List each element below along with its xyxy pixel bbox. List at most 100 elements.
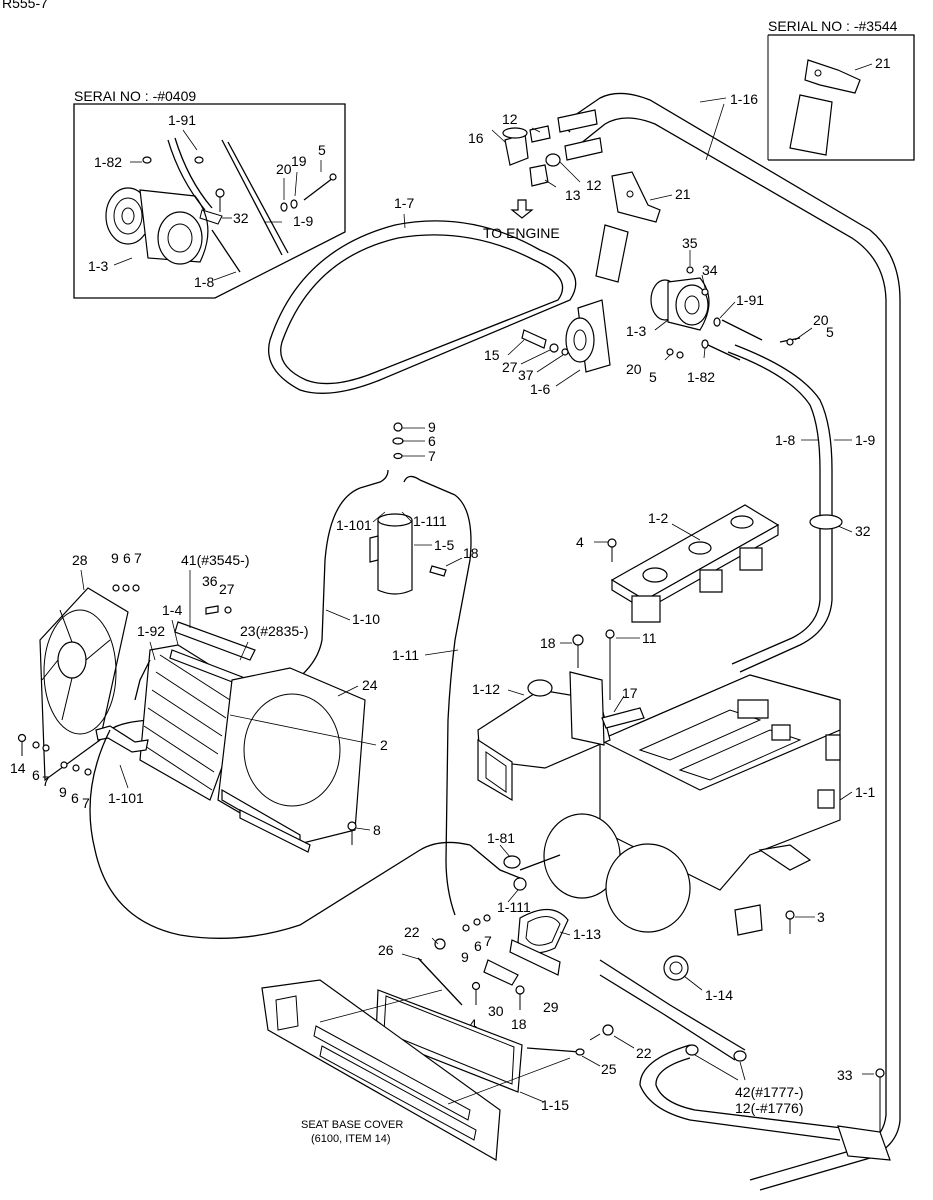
label-1-7: 1-7: [394, 195, 414, 211]
label-7d: 7: [82, 795, 90, 811]
label-1-101b: 1-101: [108, 790, 144, 806]
label-6a: 6: [428, 433, 436, 449]
label-1-1: 1-1: [855, 784, 875, 800]
serial-inset-box-top-right: [767, 34, 915, 161]
receiver-drier: [359, 422, 463, 595]
label-9a: 9: [428, 419, 436, 435]
label-1-111a: 1-111: [413, 513, 447, 529]
note-seat-base-cover: SEAT BASE COVER: [301, 1119, 403, 1131]
label-3: 3: [817, 909, 825, 925]
seat-base-cover: [261, 979, 571, 1161]
label-1-13: 1-13: [573, 926, 601, 942]
label-20b: 20: [626, 361, 642, 377]
label-inset-5: 5: [318, 142, 326, 158]
label-22b: 22: [636, 1045, 652, 1061]
bottom-bracket: [837, 1068, 891, 1161]
label-1-8: 1-8: [775, 432, 795, 448]
label-30: 30: [488, 1003, 504, 1019]
label-inset-1-82: 1-82: [94, 154, 122, 170]
serial-note-top-right: SERIAL NO : -#3544: [768, 18, 898, 34]
label-1-82: 1-82: [687, 369, 715, 385]
fan-assembly: [39, 569, 129, 782]
seals: [517, 908, 703, 991]
label-34: 34: [702, 262, 718, 278]
drive-belt: [268, 220, 577, 394]
hose-liquid-line: [89, 729, 521, 939]
label-1-11: 1-11: [392, 647, 419, 663]
label-11: 11: [642, 630, 657, 646]
label-1-2: 1-2: [648, 510, 668, 526]
control-panel: [594, 504, 780, 623]
label-6c: 6: [32, 767, 40, 783]
label-21: 21: [675, 186, 691, 202]
label-1-16: 1-16: [730, 91, 758, 107]
label-1-91: 1-91: [736, 292, 764, 308]
label-17: 17: [622, 685, 638, 701]
shroud: [217, 667, 366, 853]
label-4b: 4: [469, 1016, 477, 1032]
label-8: 8: [373, 822, 381, 838]
label-inset-32: 32: [233, 210, 249, 226]
label-9c: 9: [59, 784, 67, 800]
label-25: 25: [601, 1061, 617, 1077]
label-22a: 22: [404, 924, 420, 940]
label-32: 32: [855, 523, 871, 539]
label-20a: 20: [813, 312, 829, 328]
label-29: 29: [543, 999, 559, 1015]
label-42: 42(#1777-): [735, 1084, 804, 1100]
left-hardware: [17, 733, 92, 776]
label-12c: 12(-#1776): [735, 1100, 804, 1116]
label-24: 24: [362, 677, 378, 693]
label-23: 23(#2835-): [240, 623, 309, 639]
label-inset-1-91: 1-91: [168, 112, 196, 128]
label-inset-1-9: 1-9: [293, 213, 313, 229]
label-1-15: 1-15: [541, 1097, 569, 1113]
label-5b: 5: [649, 369, 657, 385]
label-inset-1-8: 1-8: [194, 274, 214, 290]
label-2: 2: [380, 737, 388, 753]
label-27a: 27: [502, 359, 518, 375]
label-7a: 7: [428, 448, 436, 464]
compressor-inset-box: [73, 103, 346, 299]
page-code: R555-7: [2, 0, 48, 11]
bracket-21: [595, 171, 673, 283]
hvac-unit: [543, 674, 853, 936]
label-inset-19: 19: [291, 153, 307, 169]
label-15: 15: [484, 347, 500, 363]
label-28: 28: [72, 552, 88, 568]
label-7c: 7: [42, 773, 50, 789]
label-41: 41(#3545-): [181, 552, 250, 568]
serial-note-inset: SERAI NO : -#0409: [74, 88, 196, 104]
hose-1-10: [109, 487, 361, 731]
note-seat-base-cover-ref: (6100, ITEM 14): [311, 1133, 390, 1145]
filter-bracket: [401, 937, 561, 1010]
label-1-92: 1-92: [137, 623, 165, 639]
label-35: 35: [682, 235, 698, 251]
label-1-5: 1-5: [434, 537, 454, 553]
label-26: 26: [378, 942, 394, 958]
label-5a: 5: [826, 324, 834, 340]
label-1-3: 1-3: [626, 323, 646, 339]
air-filter: [375, 989, 545, 1103]
label-16: 16: [468, 130, 484, 146]
label-6d: 6: [71, 790, 79, 806]
label-13: 13: [565, 187, 581, 203]
label-7e: 7: [484, 933, 492, 949]
bolt-and-rod: [526, 1024, 635, 1067]
label-1-14: 1-14: [705, 987, 733, 1003]
label-1-4: 1-4: [162, 602, 182, 618]
label-33: 33: [837, 1067, 853, 1083]
label-9b: 9: [111, 550, 119, 566]
label-inset-1-3: 1-3: [88, 258, 108, 274]
label-36: 36: [202, 573, 218, 589]
label-1-10: 1-10: [352, 611, 380, 627]
note-to-engine: TO ENGINE: [483, 225, 560, 241]
label-7b: 7: [134, 550, 142, 566]
label-18b: 18: [540, 635, 556, 651]
label-6b: 6: [123, 550, 131, 566]
label-1-12: 1-12: [472, 681, 500, 697]
label-4a: 4: [576, 534, 584, 550]
label-12a: 12: [502, 111, 518, 127]
clamp-and-bolts: [560, 629, 645, 729]
